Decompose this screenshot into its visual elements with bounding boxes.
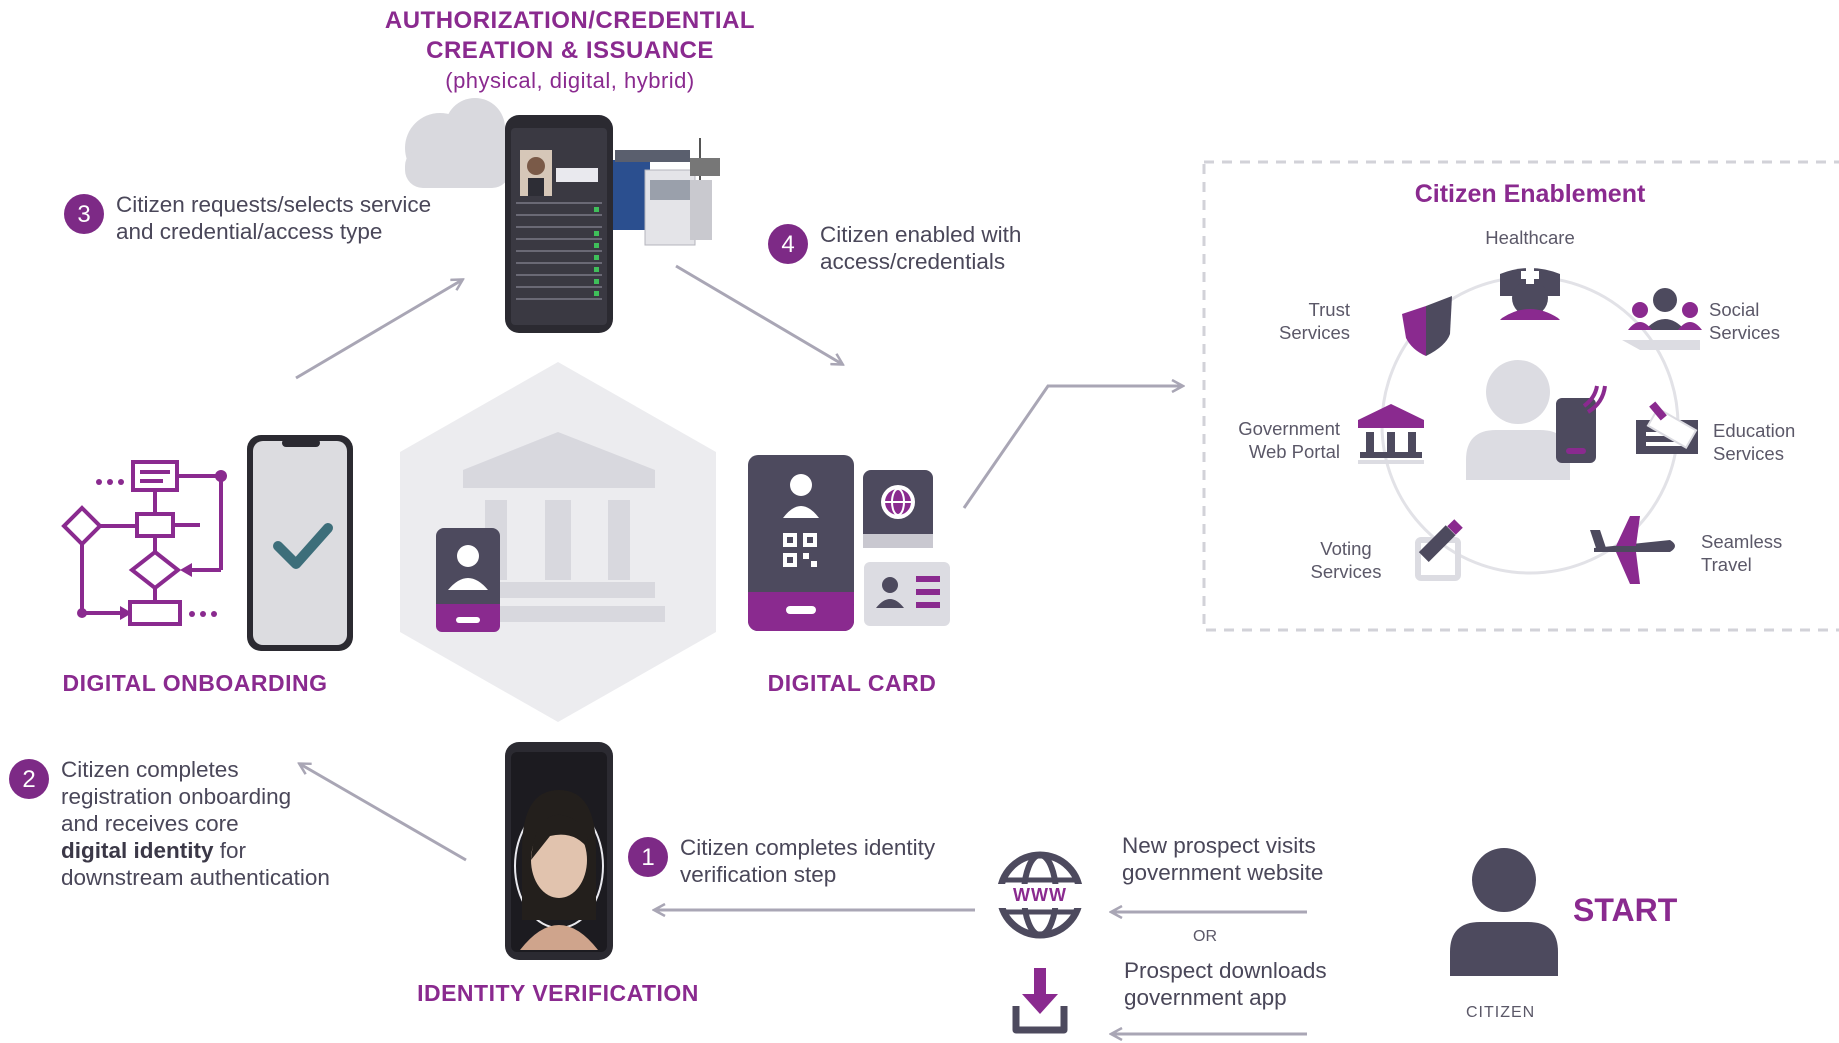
social-label-1: Social — [1709, 299, 1760, 320]
step-3-line2: and credential/access type — [116, 219, 383, 244]
app-line1: Prospect downloads — [1124, 958, 1327, 983]
step-2-bold: digital identity — [61, 838, 214, 863]
www-globe-icon — [996, 851, 1084, 939]
authorization-phone — [505, 115, 613, 333]
flowchart-dots — [77, 470, 227, 620]
issuance-subtitle: (physical, digital, hybrid) — [445, 68, 695, 93]
citizen-phone-icon — [1466, 360, 1607, 480]
voting-label-1: Voting — [1320, 538, 1372, 559]
step-2-line1: Citizen completes — [61, 757, 239, 782]
step-2-after-bold: for — [213, 838, 247, 863]
step-4-badge: 4 — [768, 224, 808, 264]
edu-label-1: Education — [1713, 420, 1796, 441]
card-printer-icon — [610, 138, 720, 246]
arrow-verification-to-onboarding — [300, 764, 467, 862]
flow-arrows — [295, 264, 1307, 1034]
website-text: New prospect visits government website — [1122, 832, 1323, 886]
social-services-icon — [1622, 288, 1702, 350]
issuance-title: AUTHORIZATION/CREDENTIAL CREATION & ISSU… — [360, 6, 780, 96]
step-1: 1 Citizen completes identity verificatio… — [628, 834, 935, 888]
digital-onboarding-label: DIGITAL ONBOARDING — [62, 670, 328, 696]
identity-verification-label: IDENTITY VERIFICATION — [417, 980, 699, 1006]
app-line2: government app — [1124, 985, 1287, 1010]
government-building-icon — [1358, 404, 1424, 464]
citizen-label: CITIZEN — [1466, 1004, 1536, 1021]
website-line1: New prospect visits — [1122, 833, 1316, 858]
government-portal-label: Government Web Portal — [1210, 417, 1340, 463]
step-3-badge: 3 — [64, 194, 104, 234]
digital-card-icon — [748, 455, 854, 631]
trust-services-label: Trust Services — [1270, 298, 1350, 344]
arrow-card-to-enablement — [962, 386, 1182, 509]
cloud-icon — [405, 98, 524, 188]
website-line2: government website — [1122, 860, 1324, 885]
step-1-badge: 1 — [628, 837, 668, 877]
verification-phone — [505, 742, 613, 960]
healthcare-label: Healthcare — [1485, 227, 1575, 248]
healthcare-icon — [1500, 266, 1560, 320]
citizen-icon — [1450, 848, 1558, 976]
issuance-title-line1: AUTHORIZATION/CREDENTIAL — [384, 7, 756, 34]
app-text: Prospect downloads government app — [1124, 957, 1327, 1011]
shield-icon — [1402, 296, 1452, 356]
trust-label-2: Services — [1279, 322, 1350, 343]
step-2-line5: downstream authentication — [61, 865, 330, 890]
onboarding-phone — [247, 435, 353, 651]
voting-label-2: Services — [1310, 561, 1382, 582]
voting-services-label: Voting Services — [1300, 537, 1392, 583]
step-4-line2: access/credentials — [820, 249, 1006, 274]
step-1-line2: verification step — [680, 862, 837, 887]
education-services-label: Education Services — [1713, 419, 1795, 465]
travel-label-2: Travel — [1701, 554, 1752, 575]
start-label: START — [1573, 892, 1678, 928]
step-4: 4 Citizen enabled with access/credential… — [768, 221, 1021, 275]
step-1-line1: Citizen completes identity — [680, 835, 936, 860]
step-4-line1: Citizen enabled with — [820, 222, 1022, 247]
seamless-travel-label: Seamless Travel — [1701, 530, 1782, 576]
gov-label-1: Government — [1238, 418, 1340, 439]
download-icon — [1012, 968, 1068, 1034]
issuance-title-line2: CREATION & ISSUANCE — [426, 37, 714, 64]
arrow-issuance-to-card — [675, 264, 842, 364]
step-3: 3 Citizen requests/selects service and c… — [64, 191, 431, 245]
arrow-onboarding-to-issuance — [295, 280, 462, 380]
globe-card-icon — [863, 470, 933, 548]
or-label: OR — [1193, 928, 1217, 945]
airplane-icon — [1590, 516, 1675, 584]
social-services-label: Social Services — [1709, 298, 1780, 344]
edu-label-2: Services — [1713, 443, 1784, 464]
education-icon — [1636, 401, 1698, 454]
step-2: 2 Citizen completes registration onboard… — [9, 756, 330, 891]
flowchart-icon — [61, 460, 223, 626]
enablement-title: Citizen Enablement — [1414, 180, 1646, 208]
www-label: WWW — [1013, 885, 1067, 905]
travel-label-1: Seamless — [1701, 531, 1783, 552]
id-badge-icon — [436, 528, 500, 632]
step-3-line1: Citizen requests/selects service — [116, 192, 432, 217]
gov-label-2: Web Portal — [1248, 441, 1340, 462]
social-label-2: Services — [1709, 322, 1780, 343]
trust-label-1: Trust — [1308, 299, 1350, 320]
step-2-line2: registration onboarding — [61, 784, 292, 809]
voting-icon — [1415, 519, 1463, 581]
step-2-badge: 2 — [9, 759, 49, 799]
step-2-line3: and receives core — [61, 811, 239, 836]
id-card-icon — [864, 562, 950, 626]
digital-card-label: DIGITAL CARD — [767, 670, 937, 696]
